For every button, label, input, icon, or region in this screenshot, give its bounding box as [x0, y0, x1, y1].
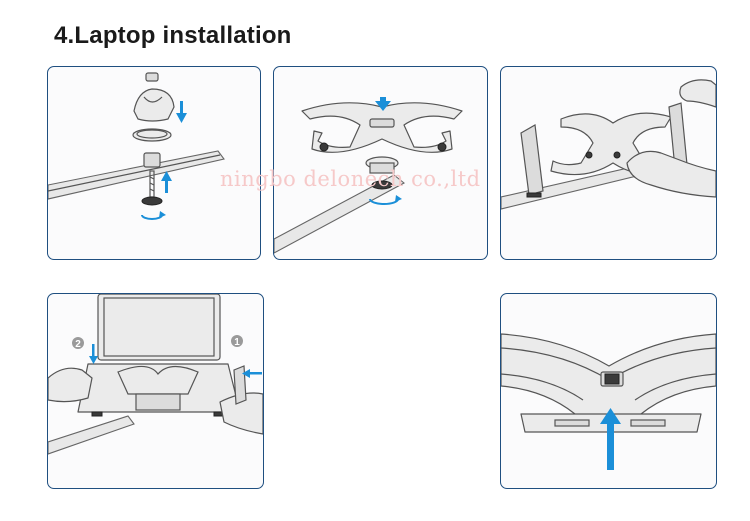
step-5-panel: [500, 293, 717, 489]
step-3-panel: [500, 66, 717, 260]
step-4-panel: 2 1: [47, 293, 264, 489]
bracket-mount-icon: [274, 97, 463, 254]
watermark-text: ningbo delonech co.,ltd: [220, 167, 481, 191]
marker-1: 1: [234, 337, 240, 348]
clip-lock-icon: [501, 333, 716, 470]
marker-2: 2: [75, 339, 81, 350]
page-title: 4.Laptop installation: [54, 22, 292, 49]
step-2-panel: [273, 66, 488, 260]
laptop-place-icon: 2 1: [48, 294, 263, 455]
step-1-panel: [47, 66, 261, 260]
arm-adjust-icon: [501, 79, 716, 210]
screw-assembly-icon: [48, 72, 225, 220]
